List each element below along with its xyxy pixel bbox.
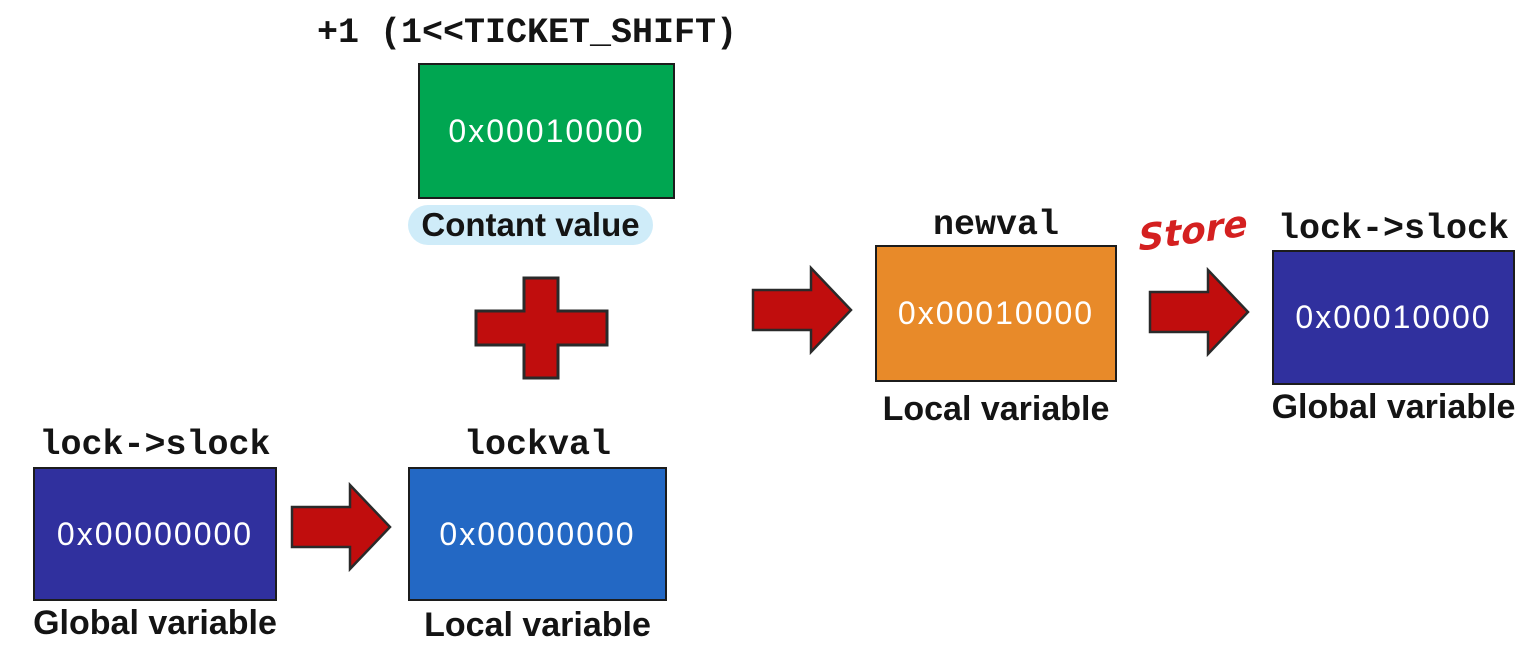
global-after-caption: Global variable	[1271, 388, 1516, 426]
lockval-box: 0x00000000	[408, 467, 667, 601]
constant-caption-pill: Contant value	[408, 205, 653, 245]
newval-caption: Local variable	[882, 390, 1110, 428]
constant-value-text: 0x00010000	[448, 112, 645, 149]
arrow-right-icon-store	[1148, 266, 1252, 358]
newval-box: 0x00010000	[875, 245, 1117, 382]
global-before-box: 0x00000000	[33, 467, 277, 601]
newval-value-text: 0x00010000	[897, 295, 1095, 331]
global-before-value-text: 0x00000000	[56, 515, 254, 552]
arrow-right-icon-load	[290, 481, 394, 573]
global-before-label: lock->slock	[39, 425, 271, 465]
lockval-value-text: 0x00000000	[439, 515, 636, 552]
plus-operator-icon	[474, 276, 609, 380]
global-before-caption: Global variable	[33, 604, 277, 642]
global-after-box: 0x00010000	[1272, 250, 1515, 385]
constant-expression-label: +1 (1<<TICKET_SHIFT)	[317, 13, 738, 53]
newval-label: newval	[932, 205, 1060, 245]
arrow-right-icon-sum	[751, 264, 855, 356]
global-after-value-text: 0x00010000	[1295, 299, 1492, 335]
store-annotation: Store	[1137, 203, 1249, 260]
constant-value-box: 0x00010000	[418, 63, 675, 199]
global-after-label: lock->slock	[1277, 209, 1510, 249]
lockval-caption: Local variable	[424, 606, 651, 644]
lockval-label: lockval	[463, 425, 612, 465]
